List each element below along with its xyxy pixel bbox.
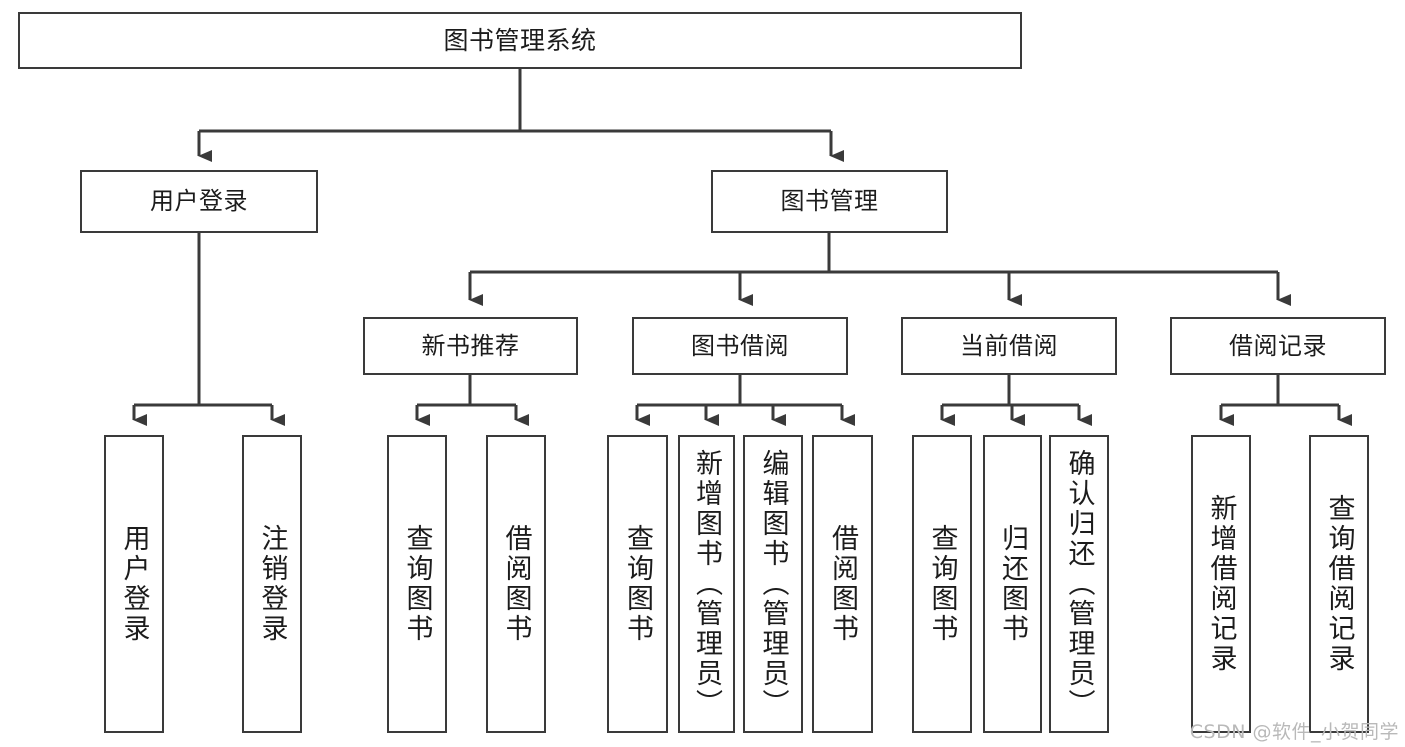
node-leaf-query-book-3[interactable]: 查询图书 [912, 435, 972, 733]
node-leaf-query-book-1[interactable]: 查询图书 [387, 435, 447, 733]
node-label: 查询图书 [622, 524, 653, 644]
node-new-book-rec[interactable]: 新书推荐 [363, 317, 578, 375]
node-book-manage[interactable]: 图书管理 [711, 170, 948, 233]
node-user-login[interactable]: 用户登录 [80, 170, 318, 233]
node-label: 新增图书（管理员） [691, 449, 722, 719]
node-label: 查询借阅记录 [1323, 494, 1355, 674]
node-label: 图书借阅 [691, 331, 789, 360]
node-leaf-borrow-book-1[interactable]: 借阅图书 [486, 435, 546, 733]
node-label: 借阅图书 [500, 524, 532, 644]
node-label: 新增借阅记录 [1205, 494, 1237, 674]
node-label: 借阅记录 [1229, 331, 1327, 360]
node-leaf-user-login[interactable]: 用户登录 [104, 435, 164, 733]
node-borrow-record[interactable]: 借阅记录 [1170, 317, 1386, 375]
node-current-borrow[interactable]: 当前借阅 [901, 317, 1117, 375]
node-label: 归还图书 [997, 524, 1028, 644]
node-leaf-return-book[interactable]: 归还图书 [983, 435, 1042, 733]
node-leaf-query-borrow-record[interactable]: 查询借阅记录 [1309, 435, 1369, 733]
node-label: 借阅图书 [827, 524, 858, 644]
node-label: 当前借阅 [960, 331, 1058, 360]
node-label: 图书管理 [780, 187, 879, 216]
node-label: 用户登录 [150, 187, 248, 216]
node-label: 编辑图书（管理员） [757, 449, 789, 719]
node-label: 新书推荐 [421, 331, 520, 360]
node-label: 查询图书 [401, 524, 433, 644]
node-label: 查询图书 [926, 524, 958, 644]
node-leaf-add-book-admin[interactable]: 新增图书（管理员） [678, 435, 735, 733]
node-leaf-query-book-2[interactable]: 查询图书 [607, 435, 668, 733]
node-label: 确认归还（管理员） [1063, 449, 1095, 719]
node-leaf-user-logout[interactable]: 注销登录 [242, 435, 302, 733]
node-leaf-confirm-return-admin[interactable]: 确认归还（管理员） [1049, 435, 1109, 733]
node-root-system[interactable]: 图书管理系统 [18, 12, 1022, 69]
node-book-borrow[interactable]: 图书借阅 [632, 317, 848, 375]
node-label: 图书管理系统 [443, 25, 597, 55]
node-leaf-edit-book-admin[interactable]: 编辑图书（管理员） [743, 435, 803, 733]
node-label: 用户登录 [118, 524, 150, 644]
node-label: 注销登录 [256, 524, 288, 644]
node-leaf-add-borrow-record[interactable]: 新增借阅记录 [1191, 435, 1251, 733]
node-leaf-borrow-book-2[interactable]: 借阅图书 [812, 435, 873, 733]
